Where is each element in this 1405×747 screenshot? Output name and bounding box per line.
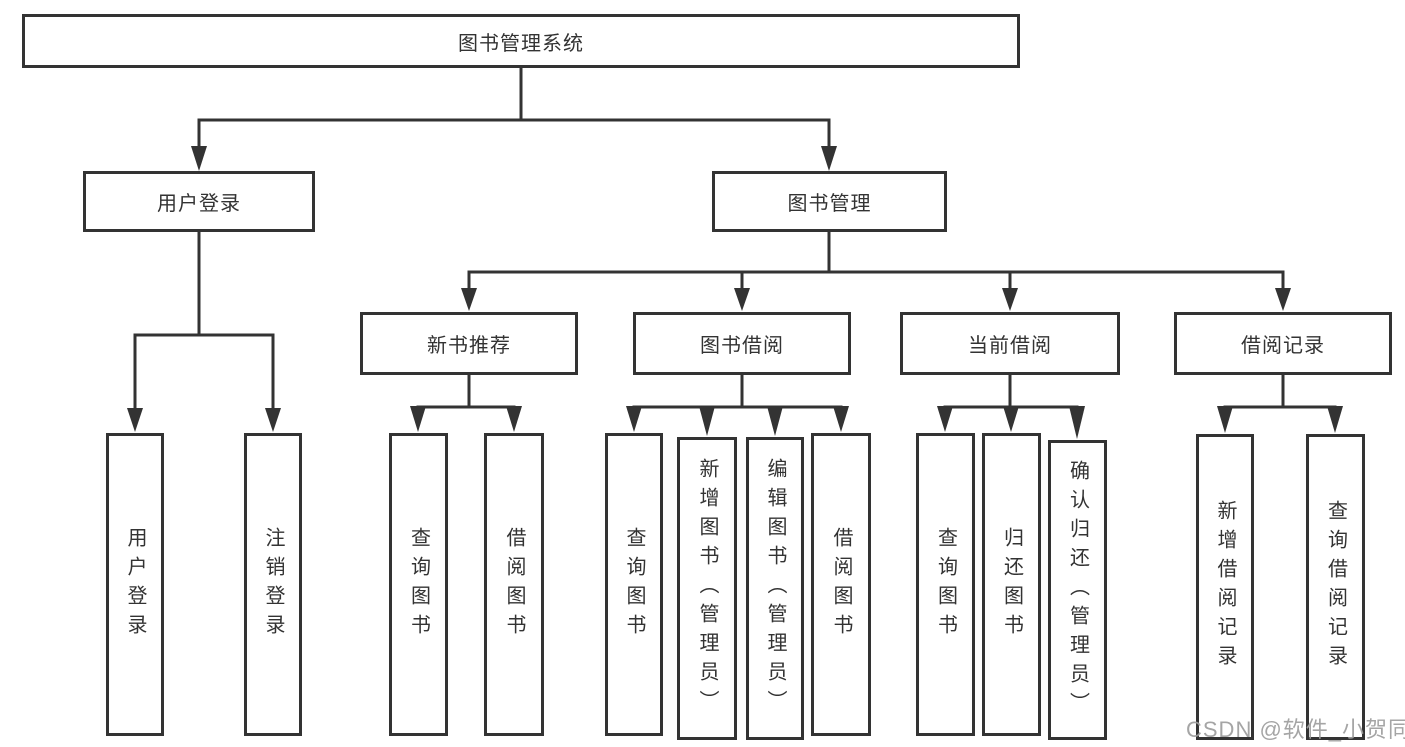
leaf-confirm-return-admin-label: 确认归还（管理员） (1066, 459, 1089, 721)
leaf-query-book-borrow-label: 查询图书 (623, 526, 645, 643)
leaf-logout: 注销登录 (244, 433, 302, 736)
leaf-query-borrow-record-label: 查询借阅记录 (1324, 500, 1347, 674)
leaf-user-login: 用户登录 (106, 433, 164, 736)
node-root-label: 图书管理系统 (458, 32, 584, 55)
node-book-management: 图书管理 (712, 171, 947, 232)
leaf-query-borrow-record: 查询借阅记录 (1306, 434, 1365, 740)
leaf-query-book-current-label: 查询图书 (934, 526, 957, 643)
leaf-borrow-book-recommend: 借阅图书 (484, 433, 544, 736)
leaf-query-book-borrow: 查询图书 (605, 433, 663, 736)
leaf-query-book-current: 查询图书 (916, 433, 975, 736)
leaf-edit-book-admin-label: 编辑图书（管理员） (764, 458, 786, 719)
node-borrow-records-label: 借阅记录 (1241, 335, 1325, 357)
leaf-return-book-label: 归还图书 (1000, 526, 1023, 643)
node-borrow-records: 借阅记录 (1174, 312, 1392, 375)
leaf-query-book-recommend-label: 查询图书 (407, 526, 430, 643)
leaf-borrow-book-label: 借阅图书 (830, 526, 852, 643)
leaf-user-login-label: 用户登录 (124, 526, 146, 643)
node-current-borrow: 当前借阅 (900, 312, 1120, 375)
leaf-add-borrow-record: 新增借阅记录 (1196, 434, 1254, 740)
leaf-borrow-book-recommend-label: 借阅图书 (503, 526, 525, 643)
leaf-borrow-book: 借阅图书 (811, 433, 871, 736)
leaf-add-book-admin-label: 新增图书（管理员） (696, 458, 718, 719)
csdn-watermark: CSDN @软件_小贺同学 (1186, 717, 1405, 742)
leaf-query-book-recommend: 查询图书 (389, 433, 448, 736)
node-root: 图书管理系统 (22, 14, 1020, 68)
node-book-borrow-label: 图书借阅 (700, 335, 784, 357)
node-user-login-label: 用户登录 (157, 193, 241, 215)
leaf-logout-label: 注销登录 (262, 526, 284, 643)
leaf-add-borrow-record-label: 新增借阅记录 (1214, 500, 1236, 674)
node-book-management-label: 图书管理 (787, 193, 872, 215)
leaf-confirm-return-admin: 确认归还（管理员） (1048, 440, 1107, 740)
leaf-add-book-admin: 新增图书（管理员） (677, 437, 737, 740)
node-current-borrow-label: 当前借阅 (968, 335, 1052, 357)
node-book-borrow: 图书借阅 (633, 312, 851, 375)
leaf-edit-book-admin: 编辑图书（管理员） (746, 437, 804, 740)
node-new-book-recommend: 新书推荐 (360, 312, 578, 375)
node-new-book-recommend-label: 新书推荐 (427, 335, 511, 357)
node-user-login: 用户登录 (83, 171, 315, 232)
leaf-return-book: 归还图书 (982, 433, 1041, 736)
